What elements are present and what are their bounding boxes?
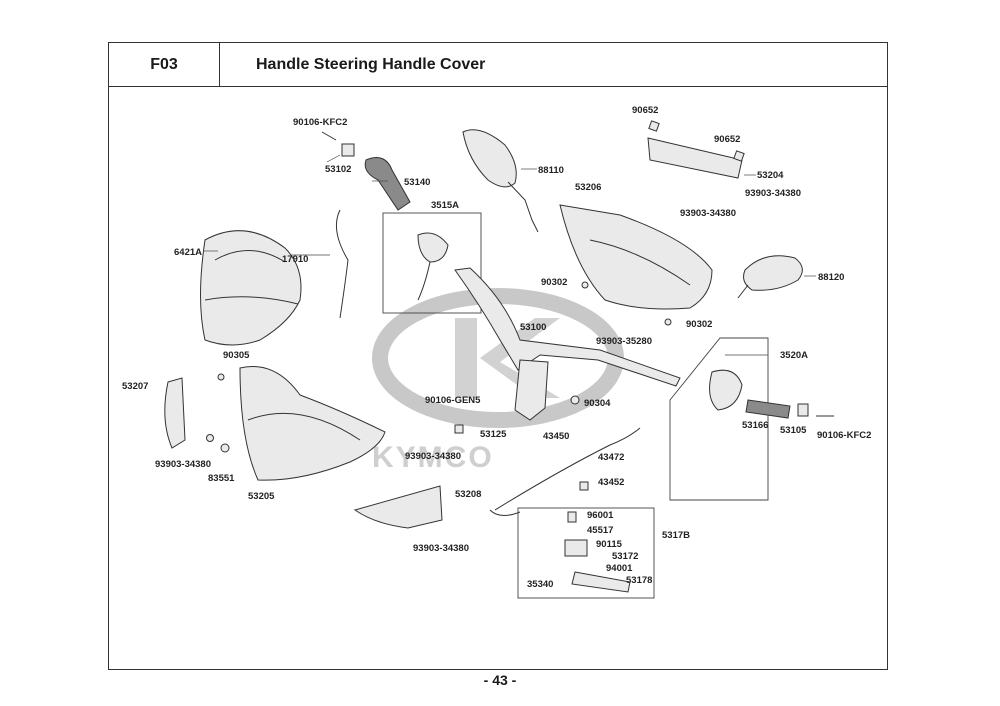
part-label: 93903-34380 bbox=[413, 543, 469, 554]
part-label: 53208 bbox=[455, 489, 481, 500]
part-label: 53205 bbox=[248, 491, 275, 502]
part-label: 3515A bbox=[431, 200, 459, 211]
part-label: 88110 bbox=[538, 165, 564, 176]
mirror-left-part bbox=[462, 129, 517, 188]
side-cover-part bbox=[164, 377, 186, 449]
part-label: 90304 bbox=[584, 398, 611, 409]
instrument-cover-part bbox=[647, 137, 743, 179]
watermark-text: KYMCO bbox=[372, 441, 494, 474]
part-label: 5317B bbox=[662, 530, 690, 541]
rear-handle-cover-part bbox=[239, 366, 386, 481]
part-label: 3520A bbox=[780, 350, 808, 361]
part-label: 90302 bbox=[686, 319, 712, 330]
part-label: 90106-GEN5 bbox=[425, 395, 481, 406]
switch-group-box bbox=[382, 212, 482, 314]
brake-lever-part bbox=[571, 571, 631, 593]
part-label: 93903-34380 bbox=[745, 188, 801, 199]
left-grip-part bbox=[364, 157, 411, 211]
part-label: 90106-KFC2 bbox=[817, 430, 871, 441]
page-title: Handle Steering Handle Cover bbox=[220, 42, 888, 87]
part-label: 35340 bbox=[527, 579, 553, 590]
part-label: 83551 bbox=[208, 473, 235, 484]
part-label: 93903-35280 bbox=[596, 336, 652, 347]
part-label: 45517 bbox=[587, 525, 613, 536]
part-label: 90652 bbox=[632, 105, 658, 116]
throttle-cable-part bbox=[494, 427, 641, 511]
handlebar-part bbox=[454, 267, 681, 387]
left-switch-part bbox=[417, 232, 449, 263]
part-label: 90106-KFC2 bbox=[293, 117, 347, 128]
kymco-watermark-logo: KYMCO bbox=[372, 288, 624, 474]
right-switch-group-box bbox=[669, 337, 769, 501]
part-label: 53207 bbox=[122, 381, 148, 392]
part-label: 17910 bbox=[282, 254, 308, 265]
part-label: 93903-34380 bbox=[155, 459, 211, 470]
part-label: 90652 bbox=[714, 134, 740, 145]
part-label: 53172 bbox=[612, 551, 638, 562]
right-grip-part bbox=[745, 399, 791, 419]
part-label: 53206 bbox=[575, 182, 601, 193]
part-label: 53102 bbox=[325, 164, 351, 175]
part-label: 43452 bbox=[598, 477, 624, 488]
part-label: 96001 bbox=[587, 510, 614, 521]
part-label: 94001 bbox=[606, 563, 633, 574]
part-label: 43450 bbox=[543, 431, 569, 442]
part-label: 53204 bbox=[757, 170, 784, 181]
section-code: F03 bbox=[108, 42, 220, 87]
part-label: 88120 bbox=[818, 272, 844, 283]
part-label: 43472 bbox=[598, 452, 624, 463]
right-switch-part bbox=[709, 369, 743, 411]
part-label: 90305 bbox=[223, 350, 250, 361]
part-label: 53105 bbox=[780, 425, 807, 436]
leader-lines bbox=[204, 154, 816, 356]
part-label: 93903-34380 bbox=[680, 208, 736, 219]
brake-lever-group-box bbox=[517, 507, 655, 599]
page-number: - 43 - bbox=[483, 672, 517, 688]
part-label: 6421A bbox=[174, 247, 202, 258]
part-label: 90115 bbox=[596, 539, 623, 550]
handlebar-stem-part bbox=[514, 359, 549, 421]
part-label: 93903-34380 bbox=[405, 451, 461, 462]
windscreen-part bbox=[200, 230, 302, 346]
mirror-right-part bbox=[743, 255, 803, 291]
front-handle-cover-part bbox=[559, 204, 713, 310]
part-label: 53140 bbox=[404, 177, 430, 188]
part-label: 53166 bbox=[742, 420, 768, 431]
part-label: 53178 bbox=[626, 575, 652, 586]
part-label: 53125 bbox=[480, 429, 507, 440]
lower-cover-part bbox=[353, 485, 443, 529]
cable-part bbox=[335, 209, 349, 319]
part-label: 53100 bbox=[520, 322, 546, 333]
part-label: 90302 bbox=[541, 277, 567, 288]
